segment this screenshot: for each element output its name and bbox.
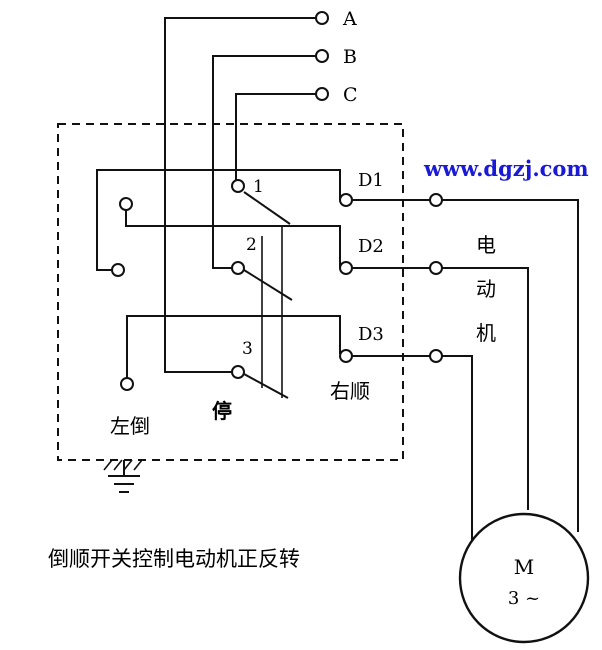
terminal-a-label: A	[342, 8, 357, 30]
ground-symbol	[103, 459, 143, 493]
position-stop: 停	[212, 399, 232, 423]
terminal-c	[315, 87, 329, 101]
blade-1	[243, 191, 291, 225]
motor-side-label-3: 机	[476, 321, 496, 345]
contact-3-label: 3	[242, 339, 253, 359]
switch-blades	[243, 191, 293, 399]
contact-left-bottom	[120, 377, 134, 391]
contact-d3	[339, 349, 353, 363]
terminal-a	[315, 11, 329, 25]
contact-left-top	[119, 197, 133, 211]
switch-enclosure	[57, 123, 404, 461]
blade-2	[243, 269, 293, 301]
contact-3	[231, 365, 245, 379]
contact-d1	[339, 193, 353, 207]
blade-3	[243, 373, 289, 399]
motor-terminal-1	[429, 193, 443, 207]
position-left-reverse: 左倒	[110, 414, 150, 438]
contact-2	[231, 261, 245, 275]
motor-circle	[458, 512, 590, 644]
contact-1	[231, 179, 245, 193]
contact-1-label: 1	[253, 177, 264, 197]
wire-d3-left	[126, 315, 341, 380]
supply-wires	[164, 17, 316, 373]
motor-terminal-3	[429, 349, 443, 363]
diagram-caption: 倒顺开关控制电动机正反转	[48, 547, 300, 571]
lead-1	[442, 199, 579, 532]
contact-left-mid	[111, 263, 125, 277]
wire-a	[164, 17, 316, 373]
wire-b	[212, 55, 316, 269]
motor-leads	[352, 199, 579, 540]
wire-d1-left	[96, 169, 341, 271]
terminal-c-label: C	[343, 84, 358, 106]
motor-phase: 3 ~	[508, 588, 540, 609]
contact-2-label: 2	[246, 235, 257, 255]
contact-d3-label: D3	[358, 324, 384, 345]
wire-c	[235, 93, 316, 182]
watermark: www.dgzj.com	[423, 156, 589, 181]
position-right-forward: 右顺	[330, 379, 370, 403]
motor-side-label-2: 动	[476, 277, 496, 301]
terminal-b	[315, 49, 329, 63]
contact-d2	[339, 261, 353, 275]
motor-terminal-2	[429, 261, 443, 275]
wire-left-d2	[125, 210, 341, 268]
contact-d2-label: D2	[358, 236, 384, 257]
terminal-b-label: B	[343, 46, 357, 68]
motor-symbol: M	[514, 555, 534, 579]
lead-2	[442, 267, 529, 510]
internal-wiring	[96, 169, 341, 380]
lead-3	[442, 355, 473, 540]
contact-d1-label: D1	[358, 170, 384, 191]
motor-side-label-1: 电	[476, 233, 496, 257]
